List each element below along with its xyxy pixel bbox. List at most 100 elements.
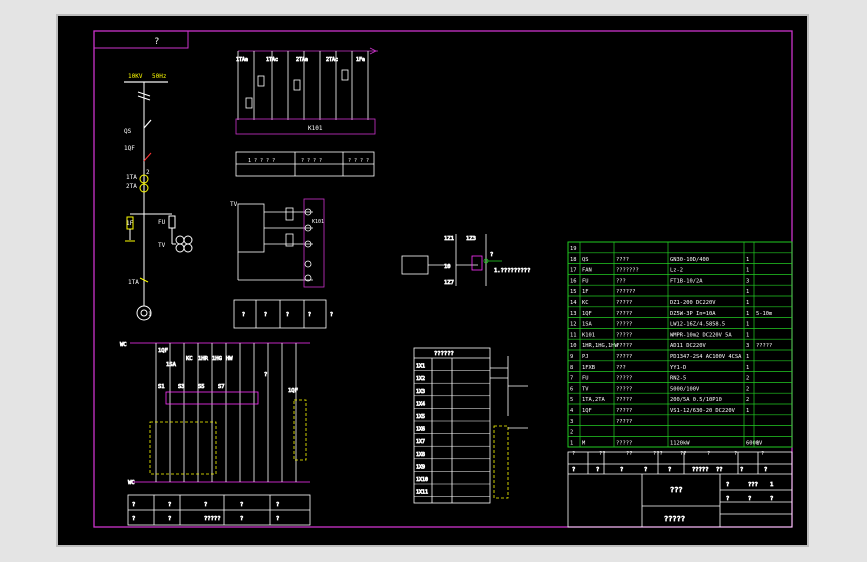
bom-cell: 1: [746, 311, 749, 317]
bom-cell: FT1B-10/2A: [670, 278, 703, 284]
bom-cell: ?????: [616, 386, 632, 392]
tv-table-cell: ?: [308, 312, 311, 318]
bom-cell: YY1-D: [670, 365, 686, 371]
secondary-label: 1SA: [166, 362, 177, 368]
top-header-label: 2TAa: [296, 57, 308, 63]
bom-cell: 16: [570, 278, 577, 284]
single-line-label: 2: [146, 169, 150, 176]
bom-cell: ?????: [616, 354, 632, 360]
bom-cell: 1: [746, 365, 749, 371]
bom-cell: KC: [582, 300, 589, 306]
bom-cell: 1: [746, 408, 749, 414]
title-row-cell: ?: [740, 467, 743, 473]
bom-cell: 1: [570, 440, 573, 446]
bom-cell: ???: [616, 365, 626, 371]
secondary-label: 1QF: [288, 388, 298, 394]
bom-cell: PJ: [582, 354, 589, 360]
bom-cell: AD11 DC220V: [670, 343, 706, 349]
single-line-label: 1F: [126, 220, 134, 227]
bom-cell: ?????: [616, 300, 632, 306]
title-cell: ?: [770, 496, 773, 502]
bom-cell: GN30-10D/400: [670, 257, 709, 263]
bom-cell: 10: [570, 343, 577, 349]
bom-cell: 1: [746, 257, 749, 263]
secondary-table-cell: ?: [132, 516, 135, 522]
bom-cell: 1: [746, 332, 749, 338]
bom-cell: 6000V: [746, 440, 763, 446]
bom-cell: 9: [570, 354, 573, 360]
bom-cell: 1F: [582, 289, 589, 295]
tv-block: TV K101 ?????: [230, 198, 333, 329]
bom-cell: ?????: [616, 311, 632, 317]
top-table-c2: ? ? ? ?: [301, 158, 322, 164]
bom-cell: ?????: [616, 332, 632, 338]
bom-cell: ??????: [616, 289, 635, 295]
relay-label: 1Z1: [444, 236, 454, 242]
secondary-label: WC: [120, 342, 127, 348]
bom-cell: 200/5A 0.5/10P10: [670, 397, 722, 403]
relay-label: 10: [444, 264, 451, 270]
bom-cell: VS1-12/630-20 DC220V: [670, 408, 736, 414]
bom-cell: FU: [582, 278, 589, 284]
bom-cell: ?????: [616, 408, 632, 414]
bom-cell: 8: [570, 365, 573, 371]
tv-terminal: K101: [312, 219, 324, 225]
cable-row: 1X7: [416, 439, 425, 445]
bom-cell: ?????: [616, 419, 632, 425]
bom-cell: 1QF: [582, 408, 592, 414]
cable-row: 1X1: [416, 364, 425, 370]
bom-cell: ???????: [616, 268, 639, 274]
bom-cell: 2: [746, 376, 749, 382]
secondary-label: S3: [178, 384, 185, 390]
bom-cell: 1SA: [582, 322, 592, 328]
title-cell: ?: [726, 482, 729, 488]
single-line-label: TV: [158, 242, 166, 249]
secondary-label: 1HG: [212, 356, 222, 362]
secondary-table-cell: ?: [276, 502, 279, 508]
bom-cell: 2: [746, 386, 749, 392]
cable-row: 1X10: [416, 477, 428, 483]
bom-cell: FAN: [582, 268, 592, 274]
bom-cell: 2: [746, 397, 749, 403]
tv-table-cell: ?: [242, 312, 245, 318]
bom-cell: ?????: [616, 343, 632, 349]
bom-cell: 5-10m: [756, 311, 772, 317]
title-row-cell: ?: [644, 467, 647, 473]
bom-cell: RN2-5: [670, 376, 686, 382]
single-line-label: 1QF: [124, 145, 135, 152]
cable-row: 1X11: [416, 490, 428, 496]
relay-label: 1Z7: [444, 280, 454, 286]
bom-cell: 1: [746, 289, 749, 295]
single-line-diagram: 10KV 50Hz: [124, 73, 193, 321]
drawing-name: ???: [670, 486, 683, 494]
secondary-table-cell: ?: [168, 516, 171, 522]
title-tab: ?: [154, 37, 159, 47]
tv-label: TV: [230, 201, 238, 208]
single-line-label: 1TA: [128, 279, 139, 286]
top-header-label: 1TAa: [236, 57, 248, 63]
bom-cell: 11: [570, 332, 577, 338]
bom-cell: 15: [570, 289, 577, 295]
secondary-table-cell: ?: [240, 502, 243, 508]
tv-table-cell: ?: [330, 312, 333, 318]
top-block-name: K101: [308, 125, 323, 132]
single-line-label: 2TA: [126, 183, 137, 190]
cable-row: 1X6: [416, 427, 425, 433]
title-cell: ?: [748, 496, 751, 502]
secondary-label: HW: [226, 356, 233, 362]
single-line-label: 1: [148, 311, 152, 318]
bom-cell: 1: [746, 322, 749, 328]
bom-cell: DZ1-200 DC220V: [670, 300, 716, 306]
bom-cell: Lz-2: [670, 268, 683, 274]
bom-cell: 6: [570, 386, 573, 392]
bom-cell: 18: [570, 257, 577, 263]
cable-title: ??????: [434, 351, 454, 357]
bom-cell: M: [582, 440, 586, 446]
secondary-label: KC: [186, 356, 193, 362]
